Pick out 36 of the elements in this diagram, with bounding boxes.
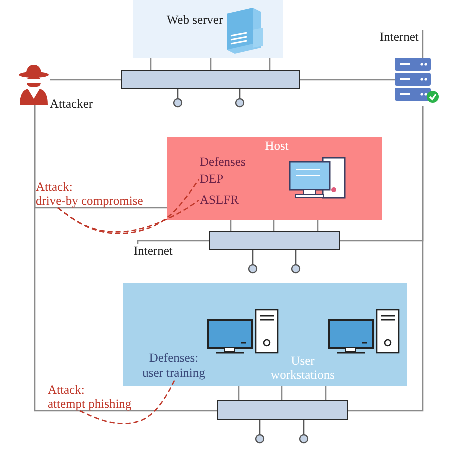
attack-label: Attack:	[48, 383, 85, 397]
connector-line	[317, 220, 319, 231]
server-panel	[133, 0, 283, 58]
defense-label: user training	[142, 366, 206, 380]
network-switch	[121, 70, 300, 89]
node-label: Internet	[134, 244, 180, 259]
connector-line	[273, 220, 275, 231]
connector-line	[238, 386, 240, 400]
host-panel	[167, 137, 382, 220]
attack-label: drive-by compromise	[36, 194, 144, 208]
connector-line	[137, 240, 209, 244]
connector-line	[34, 105, 217, 412]
node-label: Internet	[380, 30, 419, 44]
node-label: User workstations	[270, 354, 336, 382]
node-label: Web server	[166, 13, 224, 27]
workstation-panel	[123, 283, 407, 386]
connector-line	[300, 79, 395, 81]
attack-label: attempt phishing	[48, 397, 132, 411]
connector-line	[281, 386, 283, 400]
attack-label: Attack:	[36, 180, 73, 194]
network-switch	[217, 400, 348, 420]
connector-line	[230, 220, 232, 231]
dashed-connector	[58, 200, 200, 233]
connector-line	[348, 106, 424, 412]
defense-label: Defenses:	[148, 351, 200, 365]
defense-label: Defenses	[200, 155, 246, 169]
defense-label: ASLFR	[200, 193, 250, 208]
connector-line	[325, 386, 327, 400]
network-switch	[209, 231, 340, 250]
connector-line	[269, 58, 271, 70]
defense-label: DEP	[200, 172, 234, 187]
connector-line	[50, 79, 121, 81]
node-label: Host	[264, 139, 290, 153]
node-label: Attacker	[50, 97, 94, 111]
connector-line	[210, 58, 212, 70]
connector-line	[150, 58, 152, 70]
